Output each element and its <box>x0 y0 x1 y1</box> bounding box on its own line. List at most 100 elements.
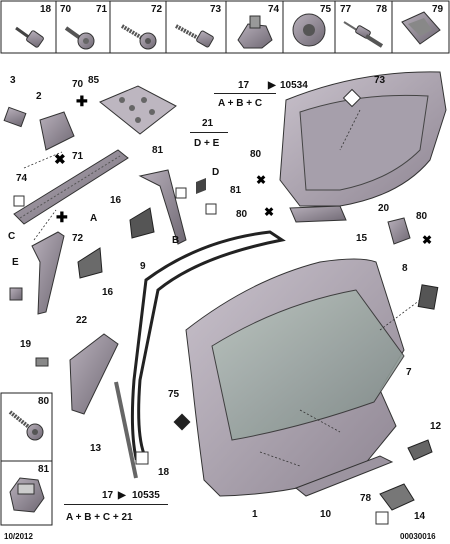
callout-C: C <box>8 231 16 242</box>
part-75-diamond <box>173 413 191 431</box>
reference-mid-num: 21 <box>202 118 214 129</box>
marker-x-80a: ✖ <box>256 173 266 187</box>
part-2-hinge <box>39 111 75 151</box>
side-part-81: 81 <box>38 464 50 475</box>
reference-top-code: 10534 <box>280 80 308 91</box>
square-81a <box>175 187 187 199</box>
marker-x-80c: ✖ <box>422 233 432 247</box>
header-part-79: 79 <box>432 4 444 15</box>
part-10-spoiler <box>295 455 394 497</box>
header-part-72: 72 <box>151 4 163 15</box>
header-part-18: 18 <box>40 4 52 15</box>
part-73-inner-panel <box>279 71 447 207</box>
part-3-pad <box>3 106 27 128</box>
callout-75: 75 <box>168 389 180 400</box>
header-part-71: 71 <box>96 4 108 15</box>
part-A-spoiler-strip <box>13 149 129 225</box>
callout-12: 12 <box>430 421 442 432</box>
marker-x-71: ✖ <box>54 151 66 167</box>
callout-16-upper: 16 <box>110 195 122 206</box>
reference-bottom-combo: A + B + C + 21 <box>66 512 133 523</box>
part-70-icon <box>64 26 95 50</box>
reference-mid-rule <box>190 132 228 133</box>
header-part-75: 75 <box>320 4 332 15</box>
callout-20: 20 <box>378 203 390 214</box>
callout-14: 14 <box>414 511 426 522</box>
part-73-icon <box>175 24 214 48</box>
part-22-pad <box>69 333 119 415</box>
part-E-clip <box>9 287 23 301</box>
reference-bottom-rule <box>64 504 168 505</box>
callout-81-a: 81 <box>152 145 164 156</box>
part-75-icon <box>292 13 326 47</box>
callout-80-c: 80 <box>416 211 428 222</box>
svg-text:✚: ✚ <box>76 93 88 109</box>
callout-2: 2 <box>36 91 42 102</box>
part-80-icon <box>8 410 44 441</box>
part-B-pillar-trim <box>138 169 187 245</box>
callout-7: 7 <box>406 367 412 378</box>
svg-text:✖: ✖ <box>54 151 66 167</box>
marker-x-72: ✚ <box>56 209 68 225</box>
part-7-glass <box>211 289 405 441</box>
header-part-70: 70 <box>60 4 72 15</box>
part-13-strut <box>114 381 138 479</box>
callout-15: 15 <box>356 233 368 244</box>
part-12-clip <box>407 439 433 461</box>
callout-1: 1 <box>252 509 258 520</box>
footer-doc-id: 00030016 <box>400 532 436 541</box>
part-72-icon <box>120 24 157 50</box>
callout-72: 72 <box>72 233 84 244</box>
callout-3: 3 <box>10 75 16 86</box>
callout-85: 85 <box>88 75 100 86</box>
part-81-icon <box>9 477 45 513</box>
part-16-cover-lower <box>77 247 103 279</box>
part-C-trim <box>31 231 65 315</box>
svg-text:✚: ✚ <box>56 209 68 225</box>
callout-19: 19 <box>20 339 32 350</box>
reference-top-combo: A + B + C <box>218 98 263 109</box>
leader-lines <box>23 109 421 467</box>
reference-top-num: 17 <box>238 80 250 91</box>
callout-18: 18 <box>158 467 170 478</box>
part-85-clip-bag <box>99 85 177 135</box>
part-14-light <box>379 483 415 511</box>
callout-E: E <box>12 257 19 268</box>
callout-10: 10 <box>320 509 332 520</box>
part-18-icon <box>15 26 44 48</box>
callout-8: 8 <box>402 263 408 274</box>
part-77-icon <box>343 21 384 48</box>
part-9-seal <box>130 230 286 461</box>
footer-date: 10/2012 <box>4 532 33 541</box>
header-part-74: 74 <box>268 4 280 15</box>
callout-16-lower: 16 <box>102 287 114 298</box>
callout-81-b: 81 <box>230 185 242 196</box>
callout-71: 71 <box>72 151 84 162</box>
part-20-handle <box>387 217 411 245</box>
side-parts-grid <box>0 392 53 526</box>
part-D-clip <box>196 178 206 194</box>
reference-top-arrow: ▶ <box>268 80 276 91</box>
part-79-icon <box>401 11 441 45</box>
reference-mid-combo: D + E <box>194 138 220 149</box>
callout-A: A <box>90 213 98 224</box>
callout-D: D <box>212 167 220 178</box>
header-part-77: 77 <box>340 4 352 15</box>
svg-text:✖: ✖ <box>256 173 266 187</box>
callout-13: 13 <box>90 443 102 454</box>
part-18-square <box>135 451 149 465</box>
reference-bottom-code: 10535 <box>132 490 160 501</box>
side-part-80: 80 <box>38 396 50 407</box>
callout-70: 70 <box>72 79 84 90</box>
reference-bottom-num: 17 <box>102 490 114 501</box>
square-73 <box>342 88 362 108</box>
marker-x-80b: ✖ <box>264 205 274 219</box>
callout-80-b: 80 <box>236 209 248 220</box>
reference-bottom-arrow: ▶ <box>118 490 126 501</box>
callout-78: 78 <box>360 493 372 504</box>
svg-text:✖: ✖ <box>422 233 432 247</box>
part-78-square <box>375 511 389 525</box>
header-part-78: 78 <box>376 4 388 15</box>
callout-74: 74 <box>16 173 28 184</box>
